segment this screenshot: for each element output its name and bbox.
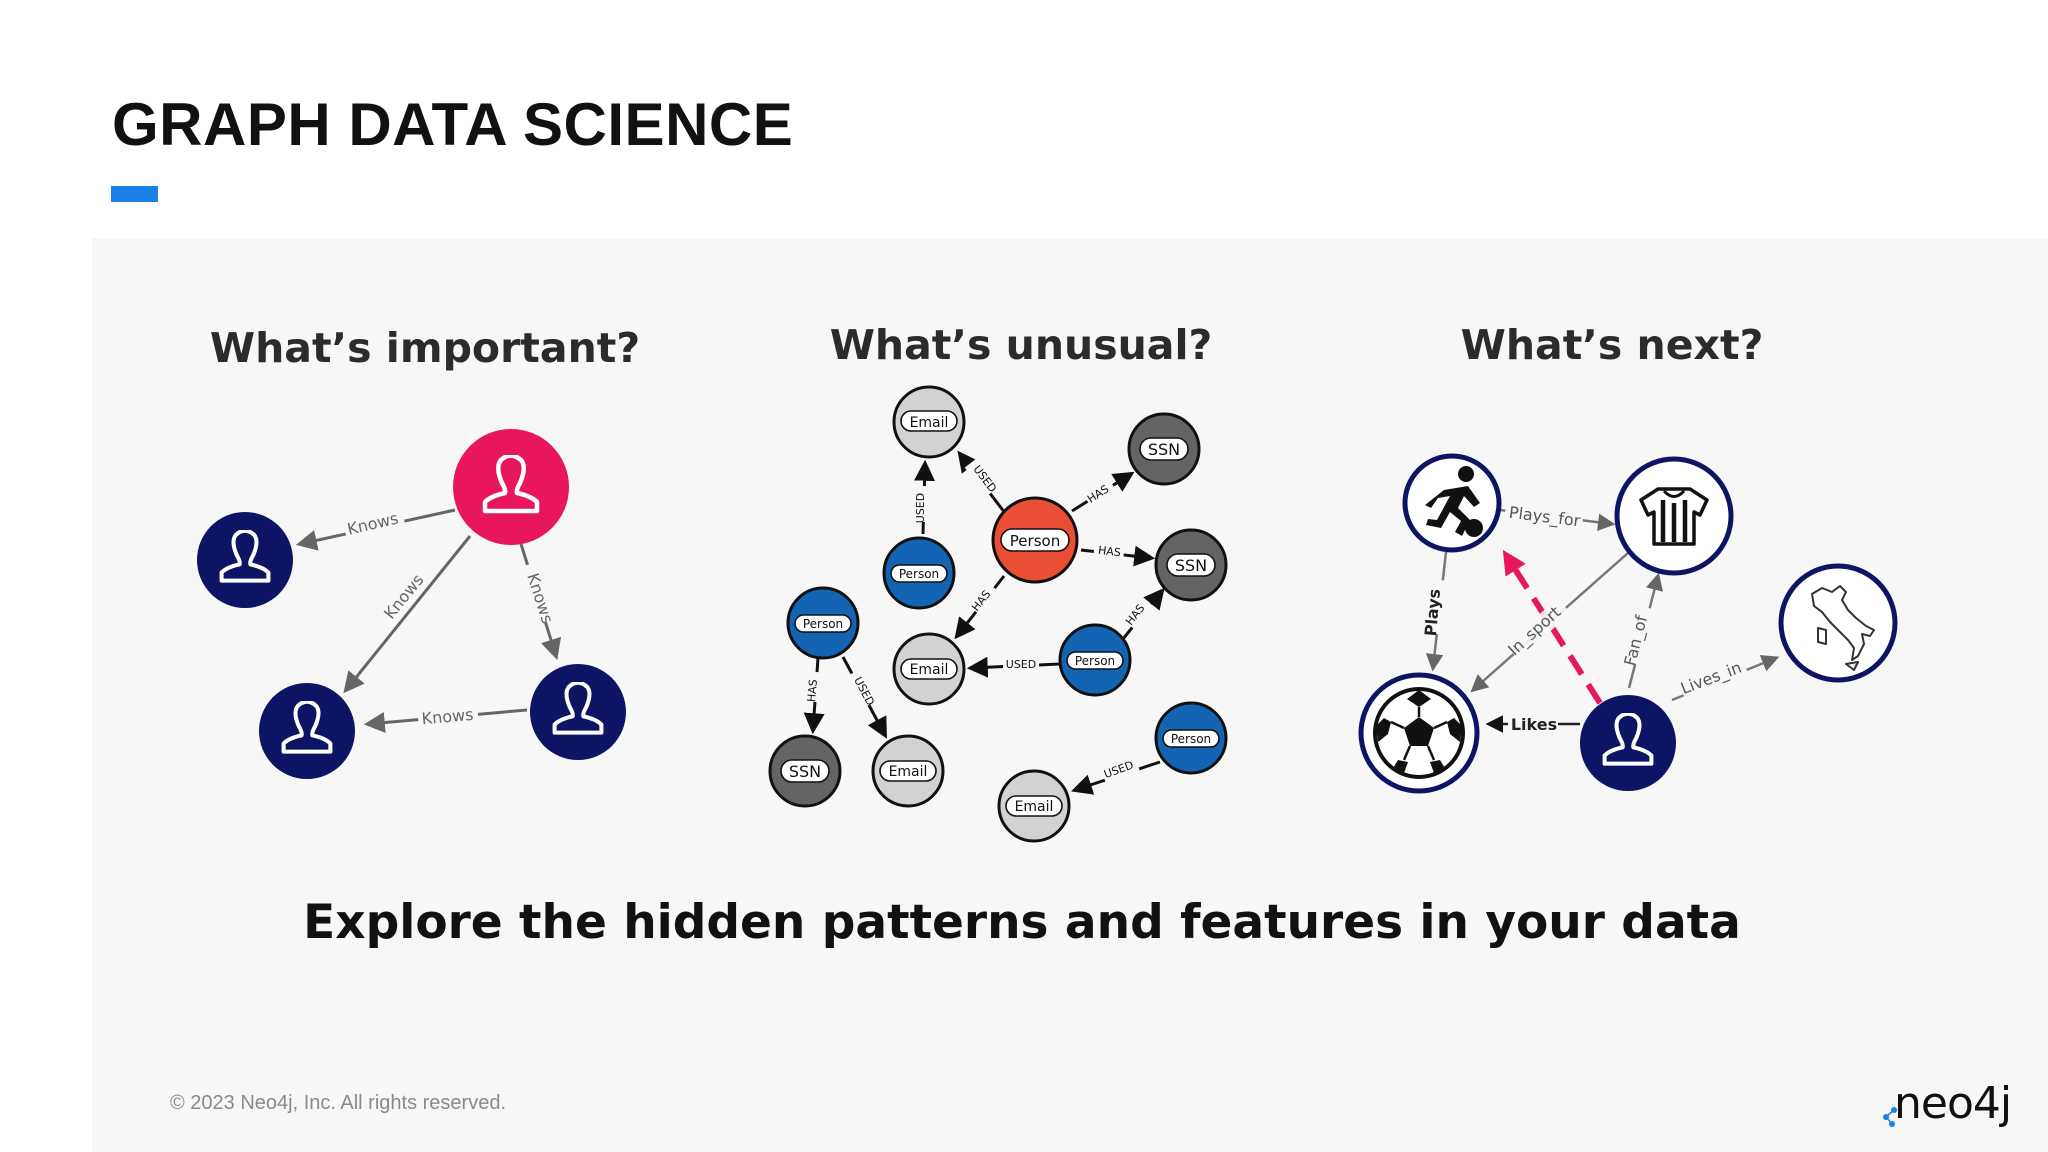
edge-label-plays-for: Plays_for <box>1508 503 1582 532</box>
node-label-person: Person <box>1075 654 1115 668</box>
predicted-link <box>1502 549 1603 705</box>
node-label-person: Person <box>1171 732 1211 746</box>
node-label-ssn: SSN <box>1175 556 1207 575</box>
edge-label-plays: Plays <box>1421 588 1444 637</box>
content-panel <box>92 238 2048 1152</box>
node-label-ssn: SSN <box>1148 440 1180 459</box>
title-accent-bar <box>111 186 158 202</box>
edge-label-knows: Knows <box>345 509 400 539</box>
node-label-person: Person <box>803 617 843 631</box>
node-label-ssn: SSN <box>789 762 821 781</box>
edge-label-has: HAS <box>1097 544 1121 560</box>
edge-label-knows: Knows <box>421 705 474 728</box>
node-label-email: Email <box>910 662 949 678</box>
italy-map-icon <box>1811 585 1875 671</box>
jersey-icon <box>1639 487 1709 546</box>
neo4j-logo: neo4j <box>1883 1078 2012 1129</box>
unusual-graph: USED HAS HAS HAS USED USED HAS HAS USED … <box>768 385 1228 843</box>
section-heading-important: What’s important? <box>210 324 640 372</box>
soccer-ball-icon <box>1373 687 1465 779</box>
person-node <box>259 683 355 779</box>
person-node <box>1580 695 1676 791</box>
section-heading-unusual: What’s unusual? <box>830 321 1213 369</box>
highlighted-person-node <box>453 429 569 545</box>
page-title: GRAPH DATA SCIENCE <box>112 91 794 158</box>
next-graph: Plays_for Plays In_sport Fan_of Lives_in… <box>1358 453 1898 794</box>
person-node <box>530 664 626 760</box>
node-label-email: Email <box>1015 799 1054 815</box>
edge-label-likes: Likes <box>1511 715 1557 734</box>
node-label-person: Person <box>899 567 939 581</box>
node-label-email: Email <box>910 415 949 431</box>
copyright-notice: © 2023 Neo4j, Inc. All rights reserved. <box>170 1092 507 1114</box>
logo-dots-icon <box>1883 1107 1897 1127</box>
person-node <box>197 512 293 608</box>
node-label-person: Person <box>1010 532 1060 550</box>
node-label-email: Email <box>889 764 928 780</box>
edge-label-has: HAS <box>805 679 820 703</box>
soccer-player-icon <box>1425 466 1483 537</box>
logo-text: neo4j <box>1894 1078 2012 1129</box>
tagline: Explore the hidden patterns and features… <box>303 895 1741 950</box>
edge-label-used: USED <box>914 493 927 523</box>
edge-label-used: USED <box>1006 658 1036 671</box>
section-heading-next: What’s next? <box>1461 321 1764 369</box>
edge-label-lives-in: Lives_in <box>1678 658 1745 699</box>
important-graph: Knows Knows Knows Knows <box>197 429 626 779</box>
